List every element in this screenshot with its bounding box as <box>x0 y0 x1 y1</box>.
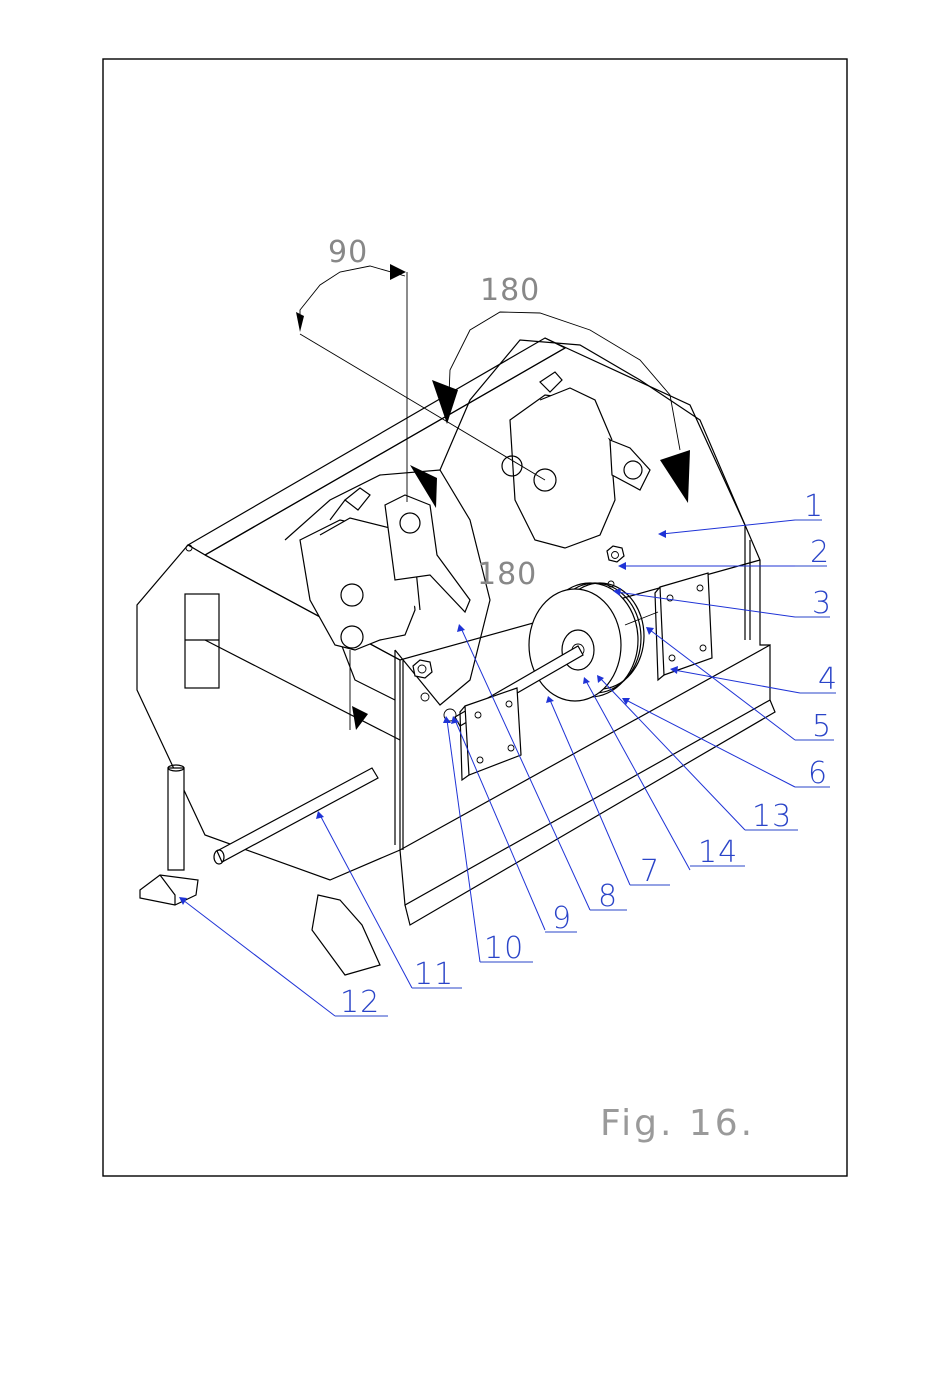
svg-text:9: 9 <box>552 901 572 936</box>
callout-6: 6 <box>795 756 830 791</box>
callout-12: 12 <box>335 985 388 1020</box>
svg-text:1: 1 <box>804 489 824 524</box>
svg-text:12: 12 <box>340 985 380 1020</box>
callout-1: 1 <box>795 489 824 524</box>
callout-2: 2 <box>795 535 830 570</box>
callout-11: 11 <box>412 957 462 992</box>
arrowhead-90-left <box>296 312 304 332</box>
svg-text:5: 5 <box>812 709 832 744</box>
angle-label-90: 90 <box>328 235 368 270</box>
svg-text:3: 3 <box>812 586 832 621</box>
callout-13: 13 <box>745 799 798 834</box>
svg-text:6: 6 <box>808 756 828 791</box>
svg-text:11: 11 <box>414 957 454 992</box>
callout-14: 14 <box>690 835 745 870</box>
arrowhead-180-left <box>432 380 458 424</box>
svg-text:7: 7 <box>640 854 660 889</box>
figure-caption: Fig. 16. <box>600 1103 755 1144</box>
callout-10: 10 <box>480 931 533 966</box>
angle-label-180-mid: 180 <box>477 557 537 592</box>
arrowhead-180-right <box>660 450 690 503</box>
svg-text:10: 10 <box>484 931 524 966</box>
svg-text:14: 14 <box>698 835 738 870</box>
svg-text:13: 13 <box>752 799 792 834</box>
svg-text:8: 8 <box>598 879 618 914</box>
callout-3: 3 <box>795 586 832 621</box>
right-cam-assembly <box>440 340 745 587</box>
svg-text:2: 2 <box>810 535 830 570</box>
callout-5: 5 <box>795 709 834 744</box>
svg-text:4: 4 <box>818 662 838 697</box>
callout-7: 7 <box>630 854 670 889</box>
arrowhead-90-top <box>390 264 406 280</box>
angle-label-180-top: 180 <box>480 273 540 308</box>
callout-9: 9 <box>545 901 577 936</box>
callout-4: 4 <box>800 662 838 697</box>
callout-8: 8 <box>590 879 627 914</box>
